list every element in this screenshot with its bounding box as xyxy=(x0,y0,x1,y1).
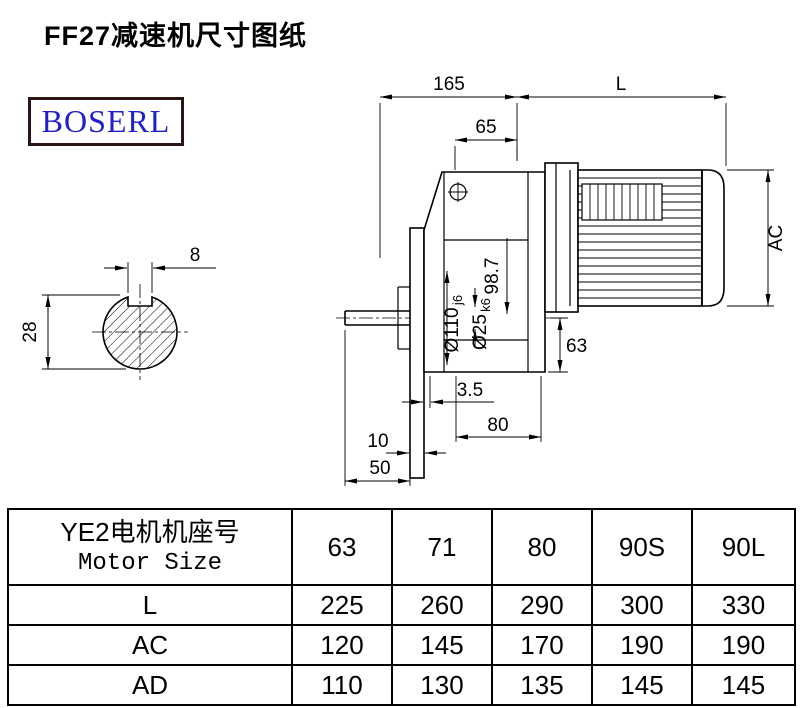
dim-AC: AC xyxy=(727,169,787,307)
dim-63: 63 xyxy=(548,317,587,373)
motor-adapter xyxy=(544,162,579,313)
gear-housing xyxy=(423,171,546,373)
dim-8-label: 8 xyxy=(190,245,201,266)
dim-10: 10 xyxy=(367,431,446,456)
dim-10-label: 10 xyxy=(367,431,388,452)
dim-d25-tolerance: k6 xyxy=(478,298,493,312)
output-flange xyxy=(409,227,425,479)
table-row-AC: AC 120 145 170 190 190 xyxy=(7,624,796,666)
column-header: 90S xyxy=(591,508,693,586)
size-table: YE2电机机座号 Motor Size 63 71 80 90S 90L L 2… xyxy=(7,508,796,706)
motor-size-header-en: Motor Size xyxy=(77,549,223,577)
dim-d110: Ø110 j6 xyxy=(442,271,465,365)
motor xyxy=(577,169,725,307)
table-cell: 135 xyxy=(491,664,593,706)
dim-50: 50 xyxy=(344,330,411,486)
table-cell: 145 xyxy=(591,664,693,706)
shaft-cross-section xyxy=(92,284,188,380)
table-row-L: L 225 260 290 300 330 xyxy=(7,584,796,626)
shaft-section-hatched xyxy=(102,295,178,370)
dim-3-5: 3.5 xyxy=(402,376,494,408)
column-header: 90L xyxy=(691,508,796,586)
table-cell: 225 xyxy=(291,584,393,626)
table-cell: 260 xyxy=(391,584,493,626)
page-title: FF27减速机尺寸图纸 xyxy=(44,21,308,51)
row-label: L xyxy=(7,584,293,626)
dim-L-label: L xyxy=(616,74,627,95)
dim-98-7: 98.7 xyxy=(482,238,510,314)
dim-28-label: 28 xyxy=(20,321,41,342)
dim-d110-label: Ø110 xyxy=(442,307,463,352)
dim-AC-label: AC xyxy=(766,225,787,251)
dim-L: L xyxy=(517,74,727,166)
dim-65-label: 65 xyxy=(475,117,496,138)
main-view xyxy=(336,162,725,479)
table-cell: 145 xyxy=(691,664,796,706)
motor-stator-band xyxy=(581,183,663,221)
table-cell: 190 xyxy=(591,624,693,666)
table-row-AD: AD 110 130 135 145 145 xyxy=(7,664,796,706)
dim-d110-tolerance: j6 xyxy=(450,295,465,306)
dim-50-label: 50 xyxy=(369,458,390,479)
dim-80-label: 80 xyxy=(487,415,508,436)
table-cell: 145 xyxy=(391,624,493,666)
motor-fan-cover xyxy=(701,169,725,307)
dim-8: 8 xyxy=(104,245,216,293)
motor-size-header-cn: YE2电机机座号 xyxy=(60,516,240,547)
table-cell: 170 xyxy=(491,624,593,666)
dim-3-5-label: 3.5 xyxy=(457,380,483,401)
table-cell: 120 xyxy=(291,624,393,666)
table-cell: 330 xyxy=(691,584,796,626)
row-label: AD xyxy=(7,664,293,706)
row-label: AC xyxy=(7,624,293,666)
table-cell: 290 xyxy=(491,584,593,626)
brand-logo-text: BOSERL xyxy=(41,103,171,139)
dim-165: 165 xyxy=(379,74,518,258)
dim-165-label: 165 xyxy=(433,74,465,95)
table-cell: 300 xyxy=(591,584,693,626)
table-cell: 190 xyxy=(691,624,796,666)
table-cell: 130 xyxy=(391,664,493,706)
column-header: 80 xyxy=(491,508,593,586)
dim-98-7-label: 98.7 xyxy=(482,258,503,295)
dim-28: 28 xyxy=(20,294,126,370)
table-cell: 110 xyxy=(291,664,393,706)
dim-65: 65 xyxy=(454,117,518,170)
brand-logo: BOSERL xyxy=(28,97,184,146)
dim-d25-label: Ø25 xyxy=(470,314,491,350)
dim-d25: Ø25 k6 xyxy=(470,288,493,350)
column-header: 71 xyxy=(391,508,493,586)
motor-size-header-cell: YE2电机机座号 Motor Size xyxy=(7,508,293,586)
table-header-row: YE2电机机座号 Motor Size 63 71 80 90S 90L xyxy=(7,508,796,586)
output-shaft xyxy=(344,286,410,350)
dim-80: 80 xyxy=(455,376,542,442)
column-header: 63 xyxy=(291,508,393,586)
reducer-drawing: 8 28 xyxy=(20,74,787,486)
dim-63-label: 63 xyxy=(566,336,587,357)
